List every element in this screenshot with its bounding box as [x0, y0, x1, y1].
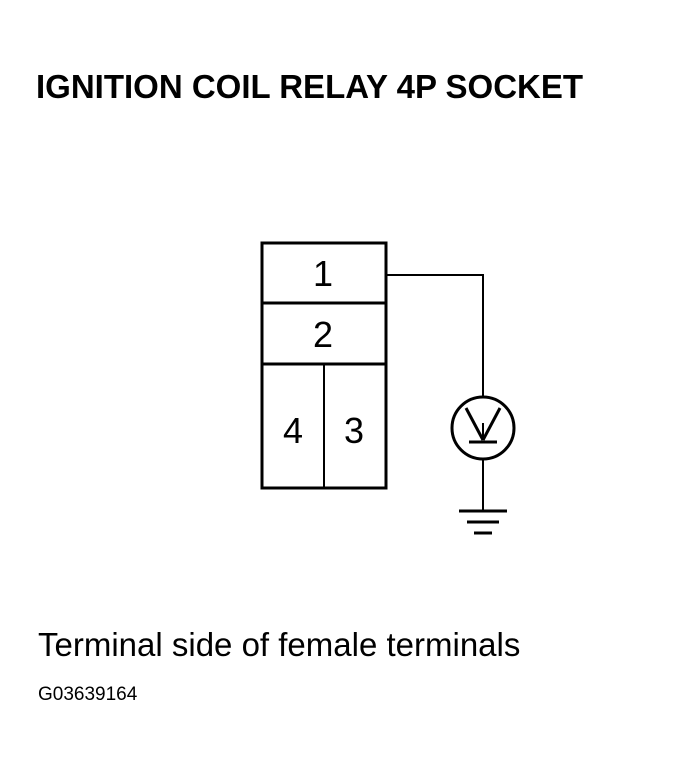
terminal-3-label: 3	[344, 410, 364, 451]
caption: Terminal side of female terminals	[38, 626, 521, 663]
terminal-2-label: 2	[313, 314, 333, 355]
voltmeter-icon	[450, 395, 516, 461]
diagram-title: IGNITION COIL RELAY 4P SOCKET	[36, 68, 584, 105]
terminal-4-label: 4	[283, 410, 303, 451]
probe-wire	[386, 274, 484, 398]
ground-symbol-icon	[459, 509, 507, 535]
terminal-1-label: 1	[313, 253, 333, 294]
figure-id: G03639164	[38, 684, 138, 705]
